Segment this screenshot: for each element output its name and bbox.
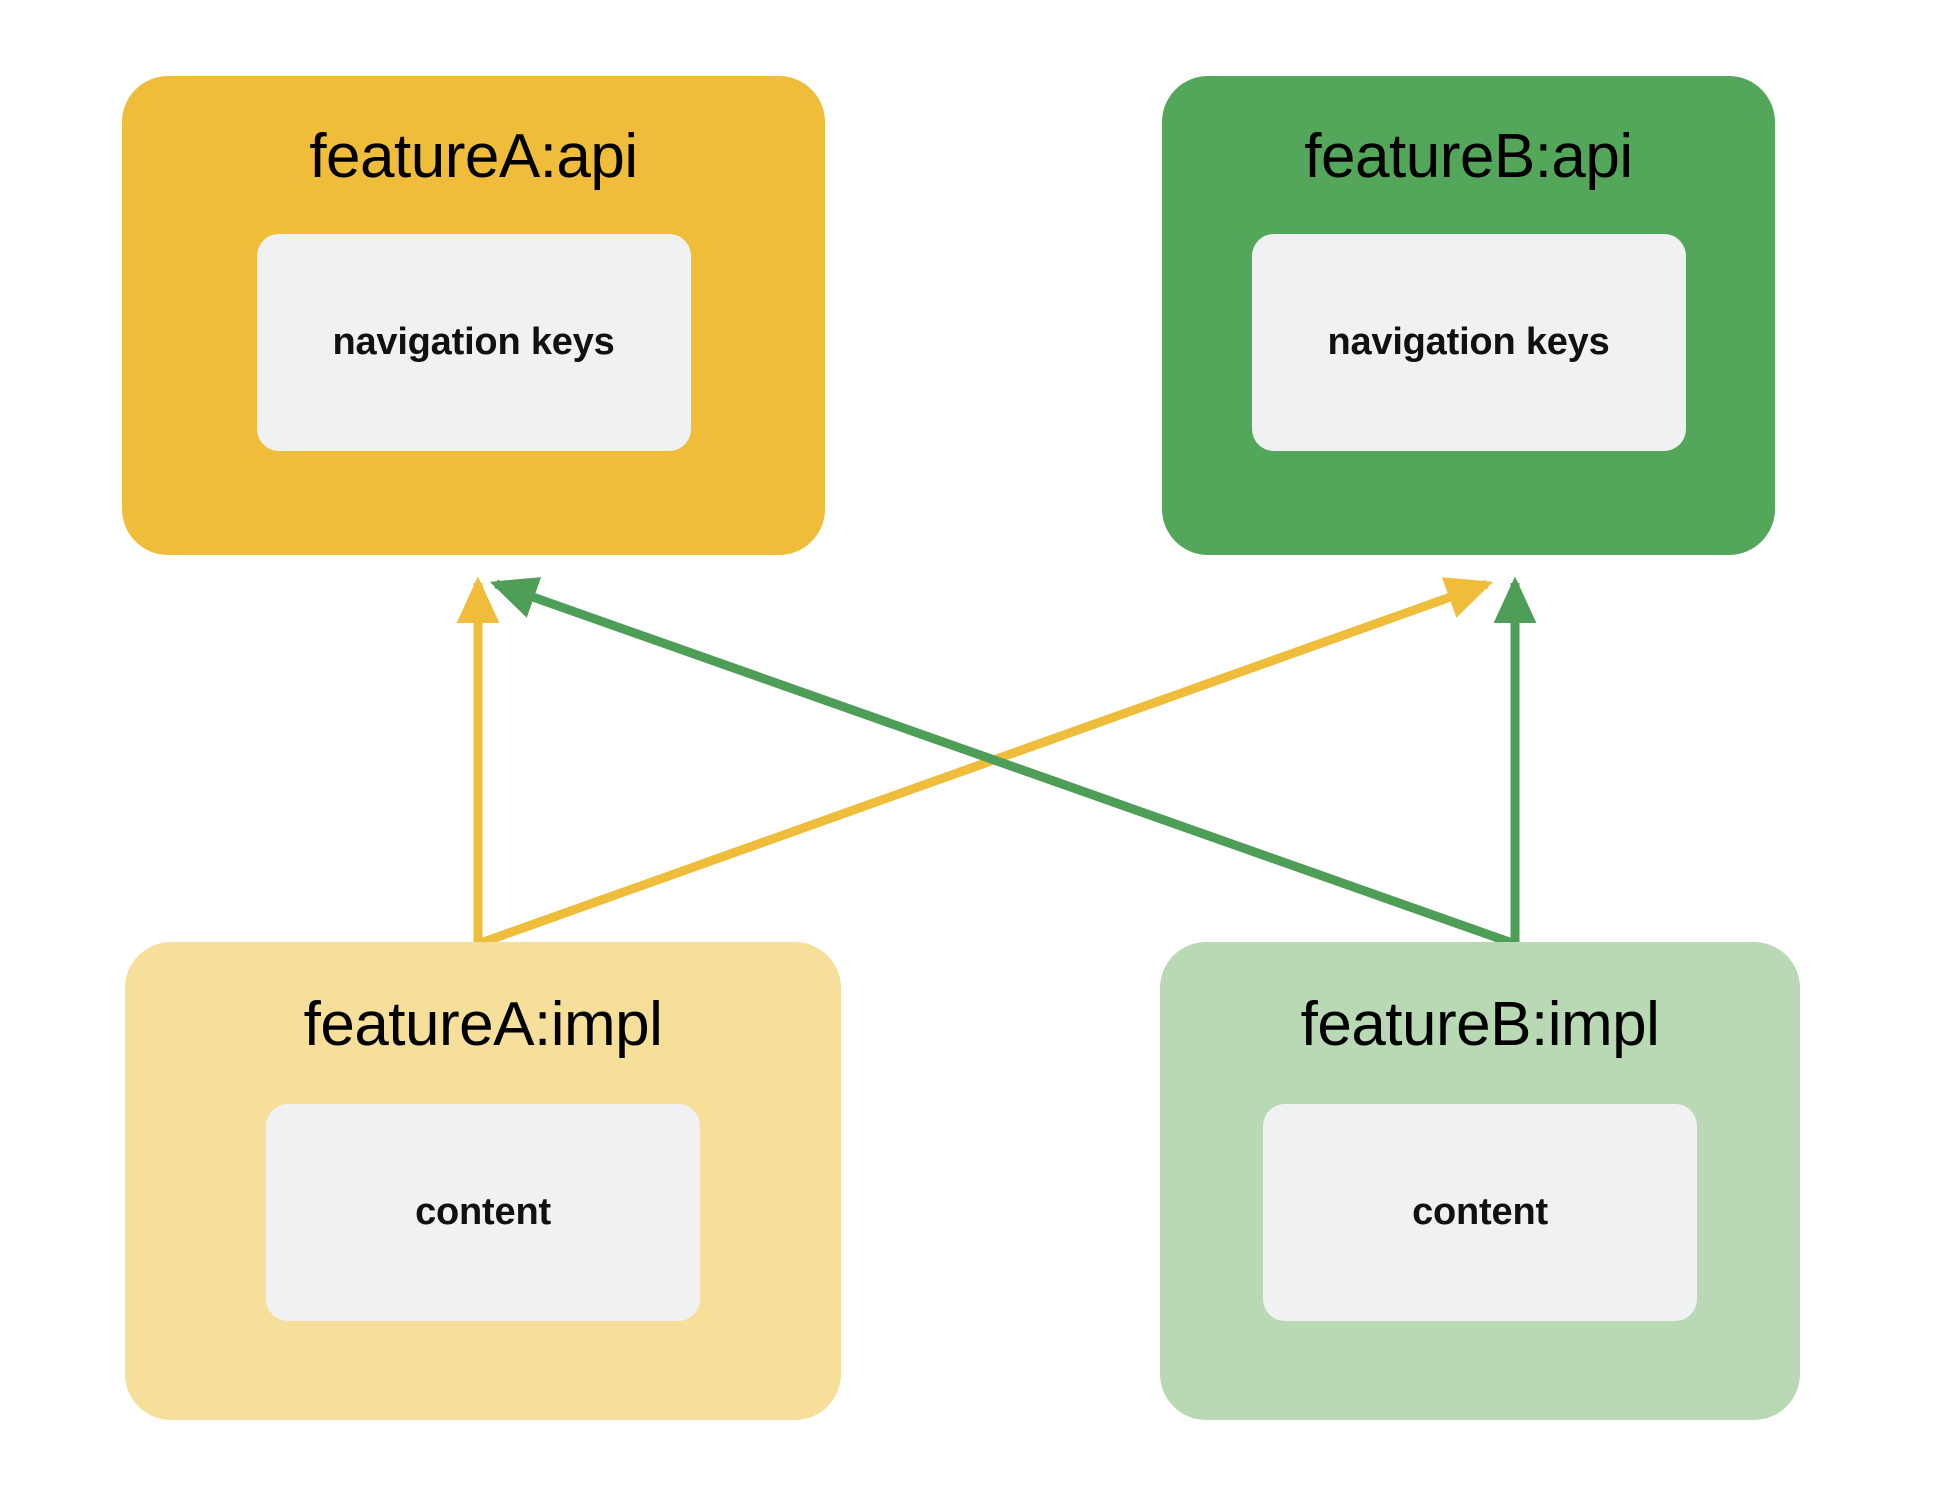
node-featureB-impl[interactable]: featureB:impl content (1160, 942, 1800, 1420)
inner-card-featureB-impl[interactable]: content (1263, 1104, 1697, 1321)
node-featureA-impl[interactable]: featureA:impl content (125, 942, 841, 1420)
inner-card-label-featureB-api: navigation keys (1327, 321, 1610, 363)
node-featureA-api[interactable]: featureA:api navigation keys (122, 76, 825, 555)
edge-implB-to-apiA (489, 577, 1517, 949)
node-title-featureA-impl: featureA:impl (303, 990, 663, 1059)
inner-card-label-featureA-impl: content (415, 1191, 551, 1233)
inner-card-label-featureB-impl: content (1412, 1191, 1548, 1233)
inner-card-featureA-impl[interactable]: content (266, 1104, 700, 1321)
inner-card-featureA-api[interactable]: navigation keys (256, 234, 691, 451)
node-title-featureB-impl: featureB:impl (1300, 990, 1660, 1059)
node-featureB-api[interactable]: featureB:api navigation keys (1162, 76, 1775, 555)
node-title-featureA-api: featureA:api (309, 122, 638, 191)
node-title-featureB-api: featureB:api (1304, 122, 1633, 191)
inner-card-label-featureA-api: navigation keys (332, 321, 615, 363)
inner-card-featureB-api[interactable]: navigation keys (1251, 234, 1686, 451)
edge-implA-to-apiB (476, 577, 1494, 949)
